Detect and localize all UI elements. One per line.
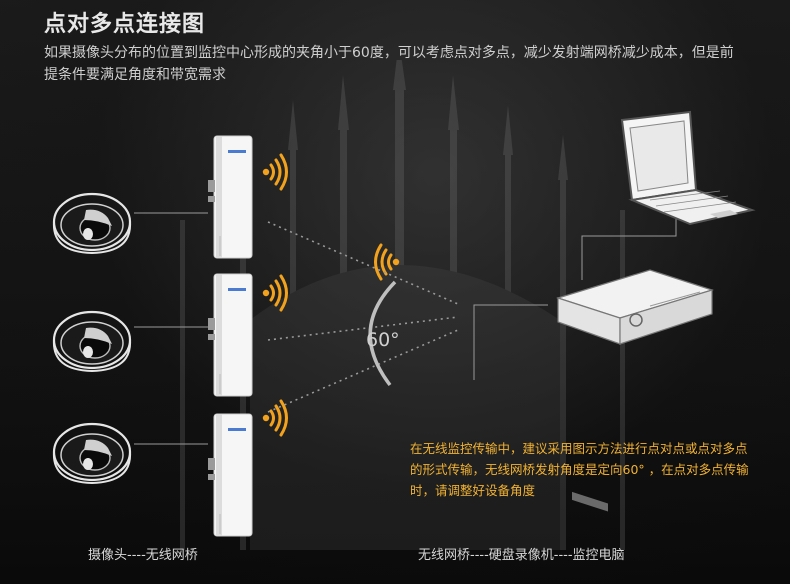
dome-camera-icon: [52, 422, 132, 485]
dome-camera-icon: [52, 192, 132, 255]
caption-left: 摄像头----无线网桥: [88, 548, 198, 563]
laptop-icon: [620, 110, 756, 226]
description: 如果摄像头分布的位置到监控中心形成的夹角小于60度，可以考虑点对多点，减少发射端…: [44, 45, 734, 83]
dome-camera-icon: [52, 310, 132, 373]
wifi-signal-icon: [261, 274, 288, 312]
page-title: 点对多点连接图: [44, 12, 206, 37]
wired-link-line: [473, 304, 548, 380]
usage-note: 在无线监控传输中，建议采用图示方法进行点对点或点对多点的形式传输，无线网桥发射角…: [410, 441, 749, 498]
wireless-bridge-icon: [207, 135, 253, 259]
caption-right: 无线网桥----硬盘录像机----监控电脑: [418, 548, 625, 563]
wireless-bridge-icon: [207, 273, 253, 397]
wireless-link-line: [267, 221, 459, 305]
wireless-link-line: [267, 329, 459, 413]
wireless-bridge-icon: [207, 413, 253, 537]
wifi-signal-icon: [261, 399, 288, 437]
wifi-signal-icon: [261, 153, 288, 191]
angle-label: 60°: [366, 329, 400, 351]
wireless-link-line: [267, 316, 459, 341]
wired-link-line: [581, 210, 677, 280]
wifi-signal-icon: [374, 243, 401, 281]
dvr-icon: [555, 269, 715, 512]
angle-arc: [368, 280, 397, 387]
